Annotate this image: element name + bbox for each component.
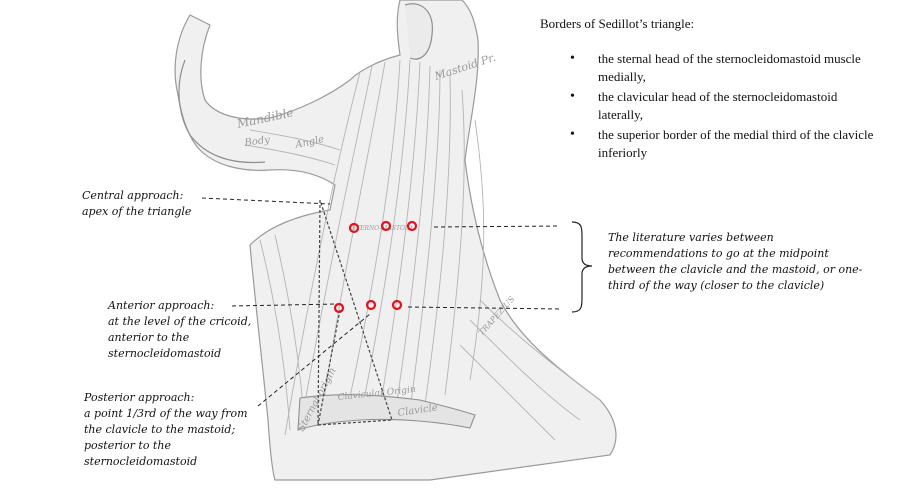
- central-approach-label: Central approach: apex of the triangle: [82, 188, 191, 220]
- posterior-line-4: posterior to the: [84, 439, 171, 452]
- sedillot-triangle: [317, 199, 393, 426]
- anterior-line-2: at the level of the cricoid,: [108, 315, 252, 328]
- marker-central-2: [380, 220, 392, 232]
- anterior-leader: [231, 303, 338, 307]
- borders-list: the sternal head of the sternocleidomast…: [570, 50, 880, 164]
- literature-brace: [571, 221, 593, 313]
- anterior-line-1: Anterior approach:: [108, 299, 215, 312]
- anterior-line-3: anterior to the: [108, 331, 190, 344]
- posterior-line-5: sternocleidomastoid: [84, 455, 198, 468]
- neck-silhouette: [174, 0, 617, 481]
- posterior-line-3: the clavicle to the mastoid;: [84, 423, 236, 436]
- border-item-sternal: the sternal head of the sternocleidomast…: [570, 50, 880, 86]
- literature-line-4: third of the way (closer to the clavicle…: [608, 279, 825, 292]
- posterior-leader: [257, 313, 371, 407]
- approach-markers: [333, 220, 418, 314]
- central-leader: [201, 197, 331, 205]
- literature-line-1: The literature varies between: [608, 231, 774, 244]
- marker-posterior: [365, 299, 377, 311]
- body-label: Body: [243, 134, 271, 149]
- marker-anterior: [333, 302, 345, 314]
- leader-lines: [201, 197, 563, 407]
- central-line-2: apex of the triangle: [82, 205, 192, 218]
- anterior-approach-label: Anterior approach: at the level of the c…: [108, 298, 251, 362]
- marker-central-1: [348, 222, 360, 234]
- border-item-clavicle: the superior border of the medial third …: [570, 126, 880, 162]
- posterior-line-2: a point 1/3rd of the way from: [84, 407, 248, 420]
- marker-posterior-2: [391, 299, 403, 311]
- literature-line-3: between the clavicle and the mastoid, or…: [608, 263, 863, 276]
- literature-leader-top: [433, 225, 561, 228]
- literature-leader-bottom: [407, 306, 563, 310]
- anterior-line-4: sternocleidomastoid: [108, 347, 222, 360]
- marker-central-3: [406, 220, 418, 232]
- literature-note: The literature varies between recommenda…: [608, 230, 862, 294]
- posterior-approach-label: Posterior approach: a point 1/3rd of the…: [84, 390, 248, 470]
- literature-line-2: recommendations to go at the midpoint: [608, 247, 829, 260]
- posterior-line-1: Posterior approach:: [84, 391, 195, 404]
- central-line-1: Central approach:: [82, 189, 184, 202]
- borders-title: Borders of Sedillot’s triangle:: [540, 16, 695, 31]
- border-item-clavicular: the clavicular head of the sternocleidom…: [570, 88, 880, 124]
